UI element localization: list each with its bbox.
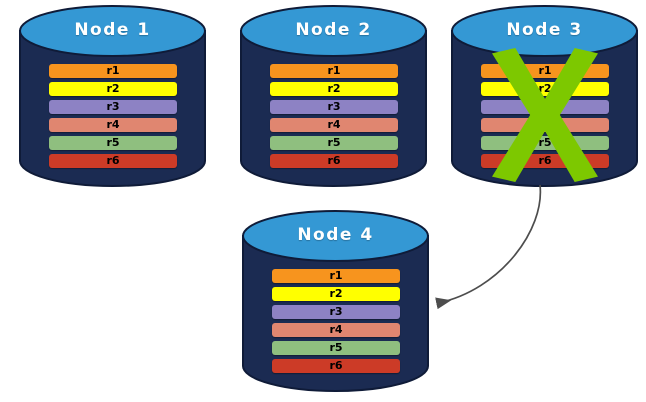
cylinder-top-ellipse: [242, 210, 429, 262]
arrow-path: [435, 184, 542, 310]
row-r4[interactable]: r4: [272, 323, 400, 337]
row-r6[interactable]: r6: [270, 154, 398, 168]
row-r1[interactable]: r1: [272, 269, 400, 283]
node-1-rows: r1 r2 r3 r4 r5 r6: [49, 64, 177, 168]
row-r1[interactable]: r1: [270, 64, 398, 78]
row-r3[interactable]: r3: [270, 100, 398, 114]
row-r3[interactable]: r3: [481, 100, 609, 114]
row-r3[interactable]: r3: [49, 100, 177, 114]
row-r1[interactable]: r1: [49, 64, 177, 78]
cylinder-top-ellipse: [19, 5, 206, 57]
row-r4[interactable]: r4: [481, 118, 609, 132]
row-r2[interactable]: r2: [49, 82, 177, 96]
node-3-rows: r1 r2 r3 r4 r5 r6: [481, 64, 609, 168]
row-r4[interactable]: r4: [49, 118, 177, 132]
row-r5[interactable]: r5: [481, 136, 609, 150]
row-r6[interactable]: r6: [49, 154, 177, 168]
row-r3[interactable]: r3: [272, 305, 400, 319]
row-r6[interactable]: r6: [272, 359, 400, 373]
row-r5[interactable]: r5: [270, 136, 398, 150]
node-4-rows: r1 r2 r3 r4 r5 r6: [272, 269, 400, 373]
cylinder-top-ellipse: [451, 5, 638, 57]
row-r2[interactable]: r2: [270, 82, 398, 96]
row-r1[interactable]: r1: [481, 64, 609, 78]
row-r2[interactable]: r2: [481, 82, 609, 96]
cylinder-top-ellipse: [240, 5, 427, 57]
row-r5[interactable]: r5: [272, 341, 400, 355]
row-r6[interactable]: r6: [481, 154, 609, 168]
row-r2[interactable]: r2: [272, 287, 400, 301]
row-r4[interactable]: r4: [270, 118, 398, 132]
node-2-rows: r1 r2 r3 r4 r5 r6: [270, 64, 398, 168]
row-r5[interactable]: r5: [49, 136, 177, 150]
